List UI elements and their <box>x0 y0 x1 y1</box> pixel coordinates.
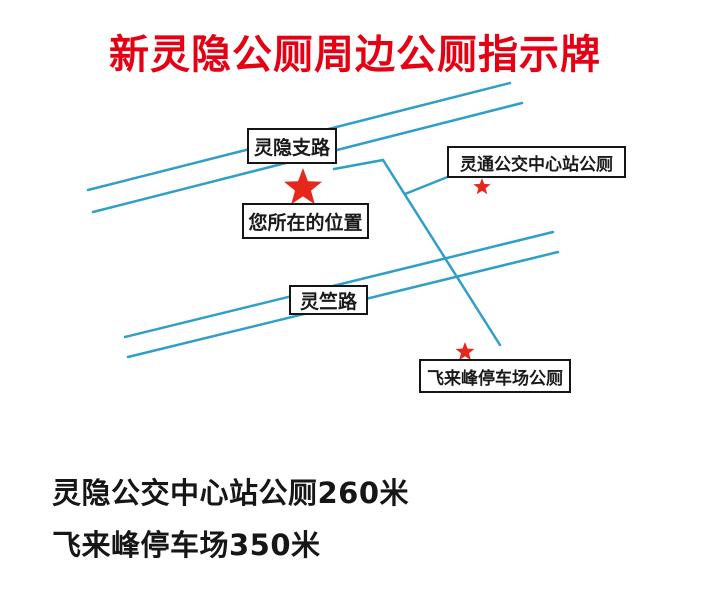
lingtong-toilet-star-icon <box>473 178 491 195</box>
label-text: 灵通公交中心站公厕 <box>460 154 613 175</box>
label-text: 灵竺路 <box>299 290 357 313</box>
page-title: 新灵隐公厕周边公厕指示牌 <box>109 32 601 78</box>
feilaifeng-toilet-star-icon <box>455 342 475 361</box>
road-line-branch-road-down <box>381 158 502 347</box>
label-lingzhu-road: 灵竺路 <box>289 285 368 315</box>
label-text: 您所在的位置 <box>248 211 363 234</box>
your-location-star-icon <box>284 168 322 205</box>
label-lingyin-branch-road: 灵隐支路 <box>247 128 337 164</box>
label-text: 飞来峰停车场公厕 <box>427 368 563 389</box>
road-line-branch-connector <box>332 158 385 171</box>
distance-line-lingyin-bus-toilet: 灵隐公交中心站公厕260米 <box>52 476 410 510</box>
label-your-location: 您所在的位置 <box>242 203 369 239</box>
label-lingtong-bus-center-toilet: 灵通公交中心站公厕 <box>447 146 626 178</box>
label-feilaifeng-parking-toilet: 飞来峰停车场公厕 <box>419 359 571 393</box>
road-line-spur-to-bus-station <box>403 174 452 196</box>
road-line-lingzhu-road-upper <box>123 230 555 339</box>
label-text: 灵隐支路 <box>253 136 330 159</box>
distance-line-feilaifeng-parking: 飞来峰停车场350米 <box>52 528 321 562</box>
